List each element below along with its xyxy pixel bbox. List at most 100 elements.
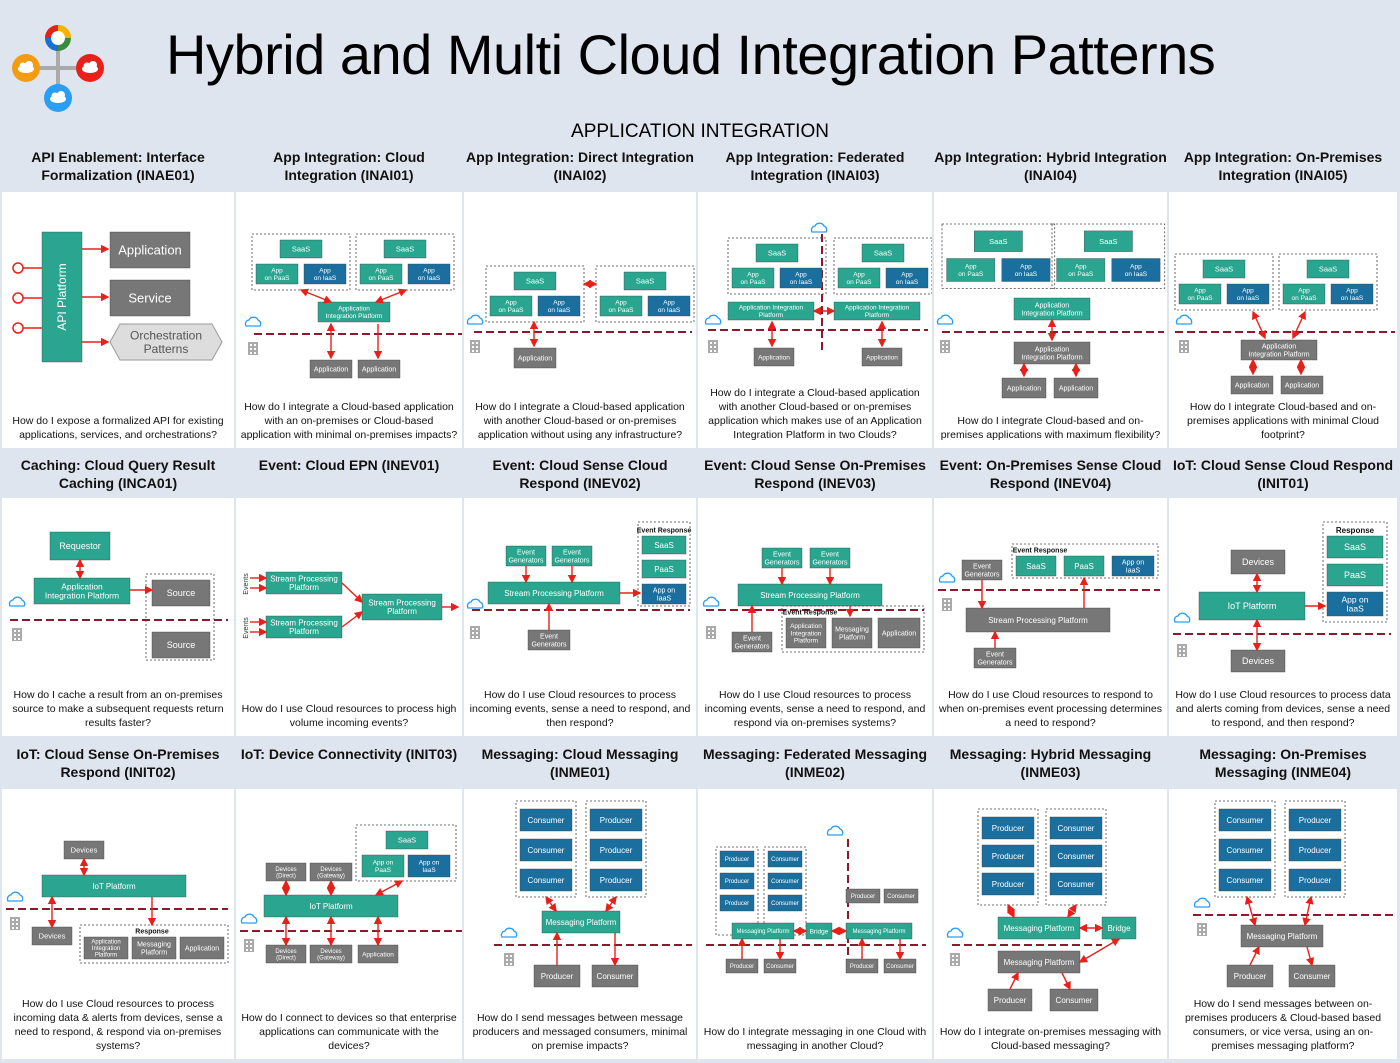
producer-box-0-label: Producer	[600, 816, 633, 825]
saas-box-label: SaaS	[396, 245, 414, 254]
group-boundary	[145, 573, 215, 661]
building-icon	[1179, 340, 1189, 353]
pattern-title: App Integration: Hybrid Integration (INA…	[934, 149, 1167, 183]
saas-box-label: SaaS	[1215, 265, 1233, 274]
messaging-platform-box-label: Messaging Platform	[1004, 924, 1075, 933]
events-label: Events	[243, 573, 250, 595]
producer-box-2-label: Producer	[600, 876, 633, 885]
producer-box-op-label: Producer	[1234, 972, 1267, 981]
pattern-title: App Integration: Federated Integration (…	[725, 149, 905, 183]
producer-box-c2-label: Producer	[851, 894, 875, 900]
application-box-2-label: Application	[866, 354, 898, 361]
producer-box-2: Producer	[719, 894, 755, 912]
iot-platform-box: IoT Platform	[263, 894, 399, 918]
producer-box-1-label: Producer	[600, 846, 633, 855]
building-icon	[1197, 923, 1207, 936]
messaging-platform-box-label: Messaging Platform	[546, 918, 617, 927]
saas-box: SaaS	[1015, 555, 1057, 577]
bridge-box-label: Bridge	[1107, 924, 1131, 933]
cloud-icon	[1175, 314, 1193, 325]
iot-platform-box-label: IoT Platform	[92, 882, 136, 891]
event-response-label: Event Response	[783, 609, 838, 616]
pattern-question: How do I integrate Cloud-based and on-pr…	[940, 415, 1161, 441]
consumer-box-c2: Consumer	[883, 888, 919, 904]
producer-box-op2-label: Producer	[850, 964, 874, 970]
producer-box-op-label: Producer	[730, 964, 754, 970]
building-icon	[1177, 644, 1187, 657]
spp-box: Stream Processing Platform	[965, 607, 1111, 633]
saas-box: SaaS	[513, 271, 557, 291]
group-boundary	[715, 846, 759, 936]
pattern-title: IoT: Cloud Sense On-Premises Respond (IN…	[16, 746, 220, 780]
saas-box: SaaS	[623, 271, 667, 291]
cloud-icon	[810, 222, 828, 233]
producer-box-2-label: Producer	[725, 901, 749, 907]
service-box-label: Service	[128, 291, 171, 306]
consumer-box-1: Consumer	[1218, 838, 1272, 862]
devices-direct-box-2-label: Devices(Direct)	[275, 949, 296, 962]
group-boundary	[485, 265, 585, 323]
application-box-label: Application	[518, 355, 552, 362]
flow-arrow	[605, 895, 617, 913]
consumer-box-2-label: Consumer	[528, 876, 565, 885]
group-boundary	[781, 605, 925, 653]
consumer-box-0-label: Consumer	[1227, 816, 1264, 825]
producer-box-op2: Producer	[845, 958, 879, 974]
consumer-box-1-label: Consumer	[528, 846, 565, 855]
pattern-question: How do I use Cloud resources to process …	[241, 703, 457, 729]
iot-platform-box-label: IoT Platform	[1228, 601, 1277, 611]
flow-arrow	[1061, 972, 1071, 991]
api-endpoint-icon	[12, 292, 24, 304]
paas-box-label: PaaS	[654, 565, 674, 574]
building-icon	[12, 628, 22, 641]
pattern-title: Event: On-Premises Sense Cloud Respond (…	[939, 457, 1162, 491]
pattern-title: App Integration: Cloud Integration (INAI…	[273, 149, 425, 183]
cloud-icon	[704, 314, 722, 325]
application-box-label: Application	[882, 630, 916, 637]
messaging-platform-box-2-label: Messaging Platform	[852, 929, 905, 935]
paas-box-label: PaaS	[1344, 570, 1366, 580]
application-box: Application	[753, 347, 795, 367]
saas-box-label: SaaS	[1344, 542, 1366, 552]
pattern-question: How do I use Cloud resources to process …	[1175, 689, 1391, 729]
pattern-question: How do I cache a result from an on-premi…	[12, 689, 224, 729]
application-box-2-label: Application	[1285, 382, 1319, 389]
consumer-box-2-label: Consumer	[1058, 880, 1095, 889]
pattern-question: How do I integrate a Cloud-based applica…	[475, 401, 685, 441]
